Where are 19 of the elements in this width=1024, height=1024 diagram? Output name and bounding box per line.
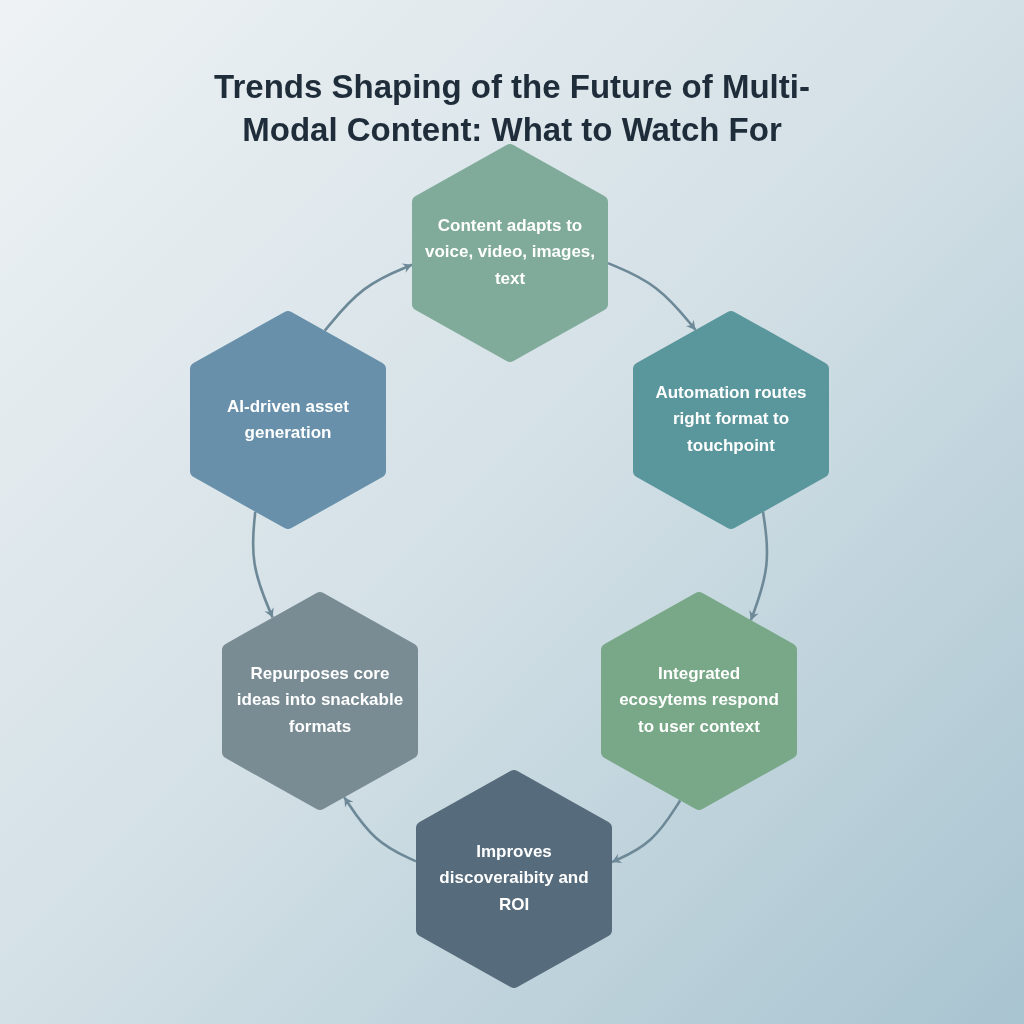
arrow: [323, 263, 413, 332]
hexagon-node: [412, 143, 608, 363]
arrow: [343, 796, 417, 863]
arrow: [749, 511, 769, 621]
arrow: [611, 799, 682, 864]
node-text: Improves discoveraibity and ROI: [438, 841, 590, 917]
hexagon-node: [222, 591, 418, 811]
hexagon-node: [601, 591, 797, 811]
node-text: AI-driven asset generation: [226, 395, 350, 444]
hexagon-node: [416, 769, 612, 989]
hexagon-node: [190, 310, 386, 530]
diagram-title: Trends Shaping of the Future of Multi- Modal Content: What to Watch For: [213, 67, 811, 150]
arrow: [251, 511, 274, 619]
node-text: Integrated ecosytems respond to user context: [618, 663, 780, 739]
node-text: Automation routes right format to touchpoint: [654, 382, 808, 458]
node-text: Repurposes core ideas into snackable formats: [235, 663, 405, 739]
arrow: [607, 261, 697, 331]
node-text: Content adapts to voice, video, images, text: [424, 215, 596, 291]
hexagon-node: [633, 310, 829, 530]
